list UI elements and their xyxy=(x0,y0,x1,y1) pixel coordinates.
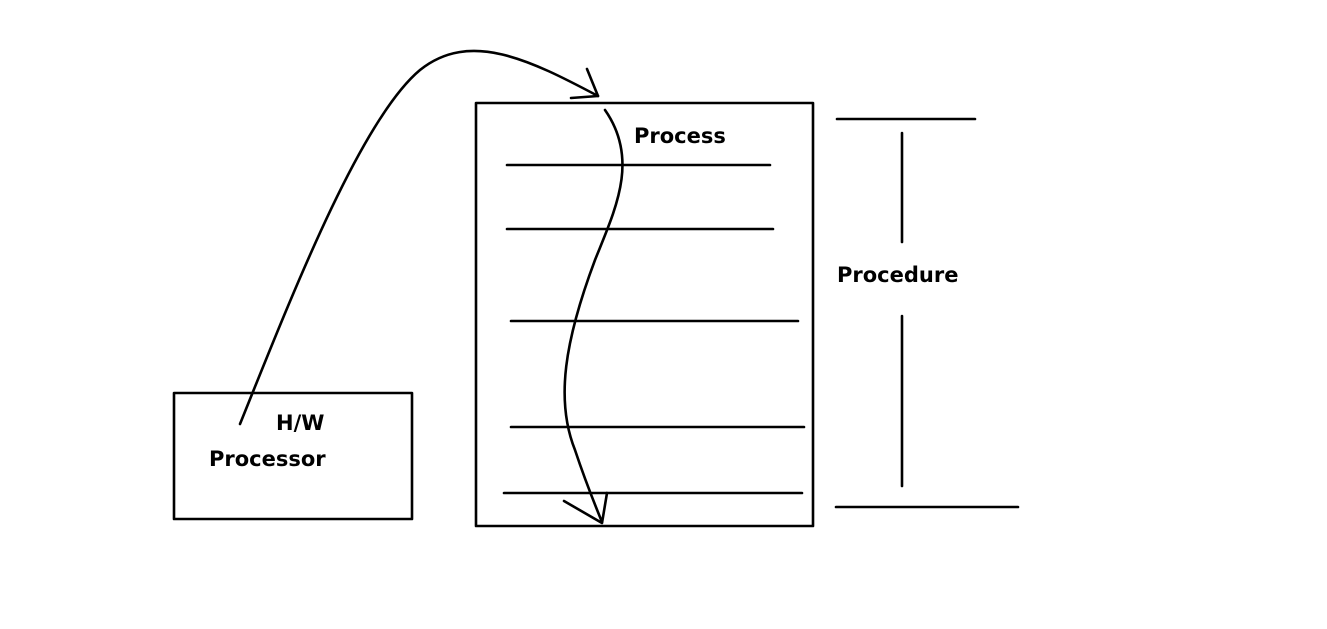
dispatch-arrow-curve xyxy=(238,49,600,426)
execution-flow-curve xyxy=(563,108,624,524)
processor-box-border xyxy=(172,391,414,521)
dispatch-arrow xyxy=(238,49,600,426)
process-title: Process xyxy=(634,124,726,148)
dispatch-arrow-head xyxy=(569,67,600,100)
processor-label-processor: Processor xyxy=(209,447,326,471)
process-box: Process xyxy=(474,101,815,528)
processor-box: H/W Processor xyxy=(172,391,414,521)
process-box-border xyxy=(474,101,815,528)
procedure-label: Procedure xyxy=(837,263,958,287)
processor-label-hw: H/W xyxy=(276,411,324,435)
procedure-bracket: Procedure xyxy=(834,117,1020,509)
execution-flow-head xyxy=(562,491,609,525)
